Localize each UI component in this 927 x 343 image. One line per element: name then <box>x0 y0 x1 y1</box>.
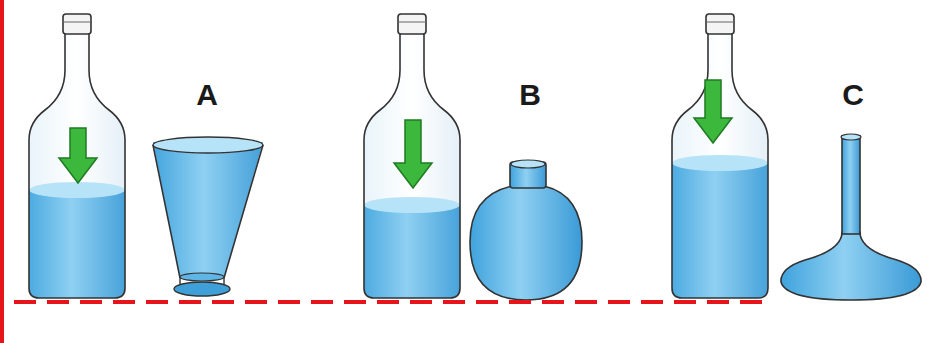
bottle <box>20 14 135 305</box>
cup-vessel <box>150 137 270 296</box>
flask-vessel <box>470 160 582 300</box>
bottle <box>663 14 778 305</box>
frame-edge <box>0 0 4 343</box>
vessel-label: A <box>196 80 218 110</box>
long-neck-vessel <box>781 134 921 300</box>
vessel-label: C <box>842 80 864 110</box>
bottle <box>355 14 470 305</box>
base-line <box>14 300 770 304</box>
vessel-label: B <box>519 80 541 110</box>
